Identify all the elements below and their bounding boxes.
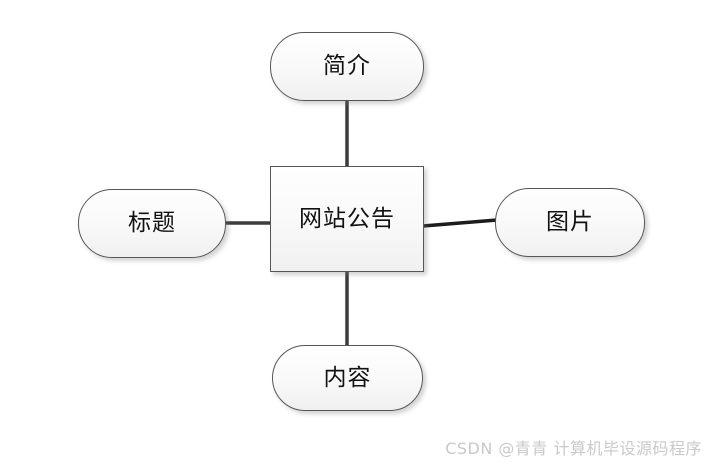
node-right-label: 图片 [546,209,594,235]
watermark-text: CSDN @青青 计算机毕设源码程序 [445,439,702,458]
node-center-label: 网站公告 [299,205,395,232]
node-right-image[interactable]: 图片 [495,188,645,257]
node-center-website-announcement[interactable]: 网站公告 [270,166,424,272]
node-left-label: 标题 [128,210,176,236]
node-bottom-content[interactable]: 内容 [272,345,423,411]
node-top-label: 简介 [323,53,371,79]
node-bottom-label: 内容 [323,364,372,391]
connector-center-to-right [422,218,498,228]
node-top-introduction[interactable]: 简介 [270,32,424,101]
node-left-title[interactable]: 标题 [78,189,226,258]
